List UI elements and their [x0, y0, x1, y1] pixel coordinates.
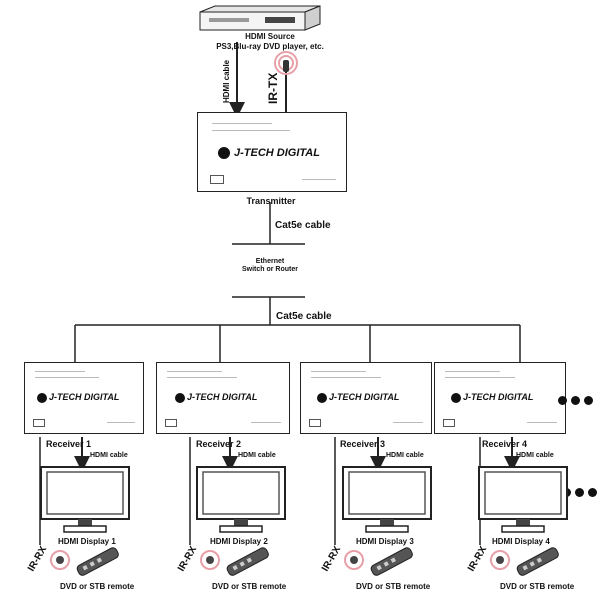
remote-label-2: DVD or STB remote: [212, 582, 287, 591]
monitor-icon: [196, 466, 286, 533]
monitor-icon: [478, 466, 568, 533]
display-label-3: HDMI Display 3: [356, 537, 414, 546]
remote-icon: [490, 547, 559, 576]
cat5e-top-label: Cat5e cable: [275, 220, 331, 231]
monitor-icon: [40, 466, 130, 533]
remote-icon: [200, 547, 269, 576]
cat5e-bottom-label: Cat5e cable: [276, 311, 332, 322]
hdmi-cable-label: HDMI cable: [222, 59, 231, 103]
receiver-box-3: J-TECH DIGITAL: [300, 362, 432, 434]
dvd-player-icon: [199, 5, 321, 31]
switch-line1: Ethernet: [255, 258, 285, 265]
receiver-box-4: J-TECH DIGITAL: [434, 362, 566, 434]
receiver-cable-3: HDMI cable: [386, 452, 424, 459]
transmitter-brand: J-TECH DIGITAL: [234, 147, 320, 159]
receiver-label-4: Receiver 4: [482, 439, 528, 449]
source-subtitle: PS3,Blu-ray DVD player, etc.: [216, 42, 324, 51]
ellipsis-icon: [558, 396, 598, 406]
ir-emitter-icon: [274, 51, 298, 75]
source-title: HDMI Source: [245, 32, 295, 41]
display-label-4: HDMI Display 4: [492, 537, 550, 546]
jtech-logo-icon: [317, 393, 327, 403]
remote-label-1: DVD or STB remote: [60, 582, 135, 591]
remote-label-3: DVD or STB remote: [356, 582, 431, 591]
switch-line2: Switch or Router: [241, 266, 298, 273]
receiver-cable-4: HDMI cable: [516, 452, 554, 459]
receiver-box-2: J-TECH DIGITAL: [156, 362, 290, 434]
transmitter-label: Transmitter: [246, 196, 296, 206]
ir-tx-label: IR-TX: [266, 72, 280, 104]
jtech-logo-icon: [175, 393, 185, 403]
jtech-logo-icon: [218, 147, 230, 159]
jtech-logo-icon: [451, 393, 461, 403]
receiver-cable-1: HDMI cable: [90, 452, 128, 459]
receiver-label-1: Receiver 1: [46, 439, 92, 449]
receiver-box-1: J-TECH DIGITAL: [24, 362, 144, 434]
display-label-2: HDMI Display 2: [210, 537, 268, 546]
jtech-logo-icon: [37, 393, 47, 403]
transmitter-box: J-TECH DIGITAL: [197, 112, 347, 192]
display-label-1: HDMI Display 1: [58, 537, 116, 546]
remote-icon: [344, 547, 413, 576]
remote-label-4: DVD or STB remote: [500, 582, 575, 591]
receiver-label-3: Receiver 3: [340, 439, 386, 449]
remote-icon: [50, 547, 119, 576]
receiver-cable-2: HDMI cable: [238, 452, 276, 459]
receiver-label-2: Receiver 2: [196, 439, 242, 449]
monitor-icon: [342, 466, 432, 533]
